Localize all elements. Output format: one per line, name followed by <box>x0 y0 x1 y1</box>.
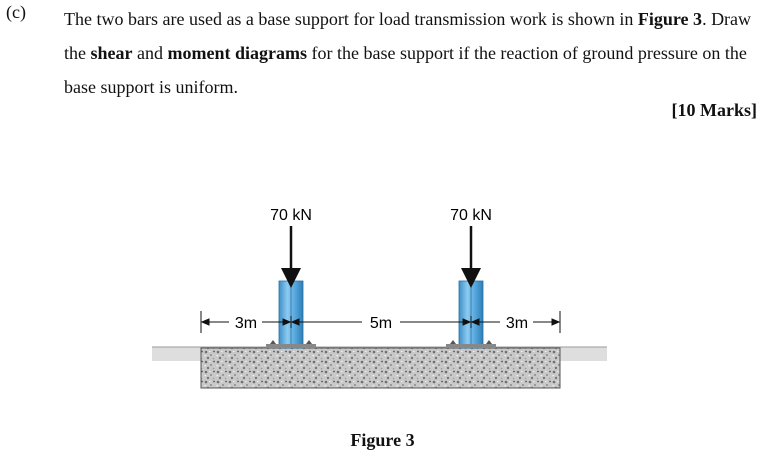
dim-middle-label: 5m <box>370 315 392 332</box>
figure-reference: Figure 3 <box>637 9 703 29</box>
dim-left-label: 3m <box>235 315 257 332</box>
left-column <box>266 280 316 349</box>
left-load-label: 70 kN <box>270 207 312 224</box>
dimension-line <box>200 311 561 333</box>
dim-right-label: 3m <box>506 315 528 332</box>
question-text-part-2: . Draw the <box>64 9 752 63</box>
question-text: The two bars are used as a base support … <box>64 2 758 104</box>
right-load-label: 70 kN <box>450 207 492 224</box>
question-text-part-1: The two bars are used as a base support … <box>64 9 638 29</box>
marks-badge: [10 Marks] <box>671 100 757 120</box>
question-text-part-3: and <box>132 43 168 63</box>
right-column <box>446 280 496 349</box>
beam-figure: 70 kN 70 kN 3m 5m 3m <box>152 207 607 389</box>
question-label: (c) <box>6 2 26 22</box>
figure-caption: Figure 3 <box>350 430 415 450</box>
moment-keyword: moment diagrams <box>167 43 307 63</box>
shear-keyword: shear <box>90 43 133 63</box>
question-text-part-4: for the base support if the reaction of … <box>64 43 747 97</box>
base-support-footing <box>200 347 561 389</box>
